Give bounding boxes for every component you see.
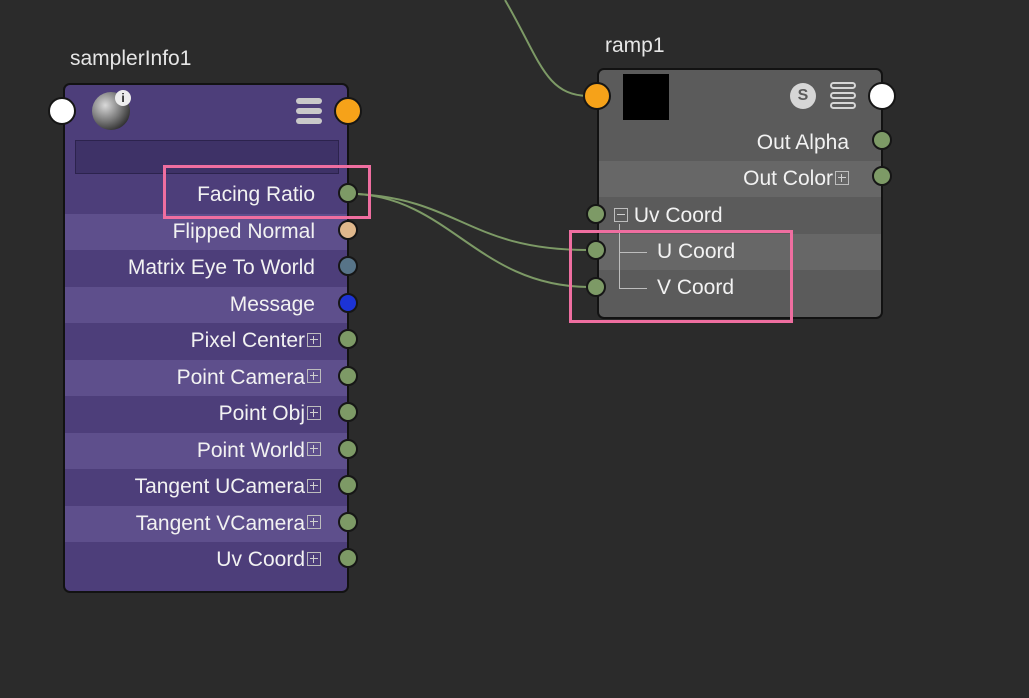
sampler-attr-label: Matrix Eye To World [127,256,315,279]
sampler-attr-label: Point World [196,438,305,462]
sampler-attr-port[interactable] [338,183,358,203]
sampler-attr-row[interactable]: Facing Ratio [65,177,347,213]
out-color-port[interactable] [872,166,892,186]
sampler-attr-label: Tangent UCamera [134,475,305,498]
menu-icon[interactable] [296,98,322,124]
sampler-attr-label: Message [229,292,315,316]
sampler-attr-label: Point Camera [176,365,305,389]
sampler-attr-port[interactable] [338,219,358,240]
uv-coord-port[interactable] [586,204,606,224]
sampler-attr-port[interactable] [338,511,358,532]
sampler-node-field[interactable] [75,140,339,174]
sampler-attr-label: Flipped Normal [172,219,315,243]
ramp-swatch [623,74,669,120]
sampler-attr-port[interactable] [338,548,358,568]
attr-v-coord[interactable]: V Coord [599,270,881,306]
ramp-input-port[interactable] [583,82,611,110]
sampler-attr-label: Tangent VCamera [135,511,305,535]
swatch-toggle-icon[interactable]: S [790,83,816,109]
sampler-attr-port[interactable] [338,329,358,349]
sampler-attr-label: Pixel Center [190,329,305,352]
sampler-attr-row[interactable]: Point Camera [65,359,347,396]
sampler-attr-row[interactable]: Flipped Normal [65,213,347,250]
tree-branch-u [619,252,647,253]
sampler-attr-row[interactable]: Point Obj [65,396,347,432]
expand-icon[interactable] [307,405,321,420]
sampler-attr-row[interactable]: Uv Coord [65,542,347,578]
expand-icon[interactable] [307,478,321,493]
sampler-attr-port[interactable] [338,475,358,495]
v-coord-port[interactable] [586,277,606,297]
sampler-node-title[interactable]: samplerInfo1 [70,47,192,70]
list-icon[interactable] [830,82,856,110]
sampler-attr-row[interactable]: Pixel Center [65,323,347,359]
expand-icon[interactable] [307,515,321,530]
expand-icon[interactable] [307,332,321,347]
collapse-icon[interactable] [614,207,628,222]
u-coord-port[interactable] [586,240,606,260]
info-badge-icon: i [115,90,131,106]
sampler-node-header: i [65,85,347,140]
sampler-attr-label: Facing Ratio [197,183,315,206]
sampler-attr-label: Point Obj [218,402,305,425]
tree-branch-v [619,288,647,289]
expand-icon[interactable] [307,369,321,384]
wire-facing-ratio-to-v-coord[interactable] [357,193,589,288]
out-alpha-port[interactable] [872,130,892,150]
wire-facing-ratio-to-u-coord[interactable] [357,193,589,251]
ramp-output-port[interactable] [868,82,896,110]
sampler-attr-row[interactable]: Matrix Eye To World [65,250,347,286]
u-coord-label: U Coord [657,240,736,263]
sampler-attr-row[interactable]: Tangent UCamera [65,469,347,505]
attr-out-alpha[interactable]: Out Alpha [599,125,881,161]
attr-uv-coord[interactable]: Uv Coord [599,198,881,234]
sampler-attr-row[interactable]: Point World [65,432,347,469]
attr-out-color[interactable]: Out Color [599,161,881,197]
tree-line [619,224,620,288]
sampler-attr-port[interactable] [338,438,358,459]
sampler-attr-row[interactable]: Tangent VCamera [65,505,347,542]
sampler-input-port[interactable] [48,97,76,125]
sampler-attr-label: Uv Coord [216,548,305,571]
sampler-attr-port[interactable] [338,402,358,422]
ramp-node-title[interactable]: ramp1 [605,34,665,57]
expand-icon[interactable] [835,170,849,185]
out-color-label: Out Color [743,167,833,190]
ramp-node[interactable]: S Out Alpha Out Color Uv Coord U Coord V… [597,68,883,319]
sampler-attr-port[interactable] [338,365,358,386]
v-coord-label: V Coord [657,276,735,299]
sampler-attr-row[interactable]: Message [65,286,347,323]
sampler-attr-port[interactable] [338,292,358,313]
out-alpha-label: Out Alpha [756,131,849,154]
expand-icon[interactable] [307,551,321,566]
sampler-output-port[interactable] [334,97,362,125]
wire-input-to-ramp[interactable] [504,0,589,97]
sampler-attr-port[interactable] [338,256,358,276]
expand-icon[interactable] [307,442,321,457]
uv-coord-label: Uv Coord [633,204,723,227]
